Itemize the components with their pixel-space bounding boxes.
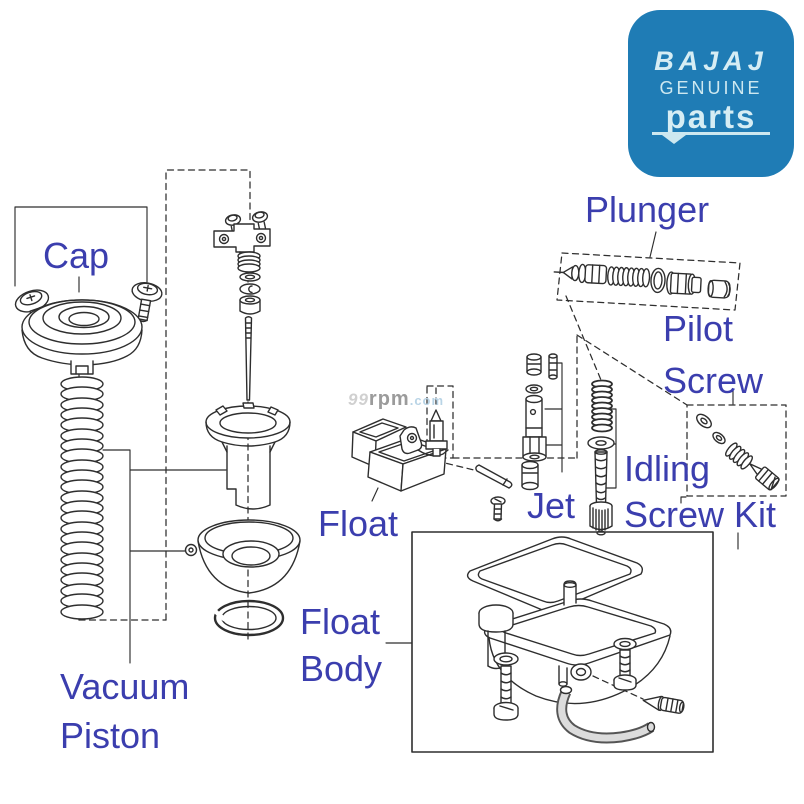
bowl-screw-left <box>493 652 519 721</box>
label-line: Screw <box>663 360 764 401</box>
bajaj-genuine-parts-logo: BAJAJ GENUINE parts <box>628 10 794 177</box>
label-float-body: Float Body <box>300 598 382 692</box>
label-jet: Jet <box>527 488 575 524</box>
label-line: Piston <box>60 715 161 756</box>
label-float-text: Float <box>318 503 399 544</box>
float-drawing <box>351 418 449 492</box>
plunger-drawing <box>553 263 731 299</box>
label-line: Pilot <box>663 308 734 349</box>
label-jet-text: Jet <box>527 485 576 526</box>
label-line: Body <box>300 648 383 689</box>
gasket <box>466 536 644 612</box>
needle-assembly-drawing <box>213 211 271 401</box>
label-line: Vacuum <box>60 666 190 707</box>
cap-drawing <box>14 282 163 375</box>
leader-lines <box>14 206 739 664</box>
watermark-name: rpm <box>368 388 410 410</box>
label-line: Idling <box>624 448 711 489</box>
float-pin-drawing <box>475 464 513 489</box>
idling-screw-drawing <box>587 379 615 536</box>
watermark-tld: .com <box>409 393 445 408</box>
logo-parts-text: parts <box>665 98 757 135</box>
float-needle-valve-drawing <box>425 409 448 457</box>
label-vacuum-piston: Vacuum Piston <box>60 662 189 760</box>
logo-brand-text: BAJAJ <box>654 46 768 76</box>
label-cap: Cap <box>43 238 109 274</box>
label-plunger-text: Plunger <box>585 189 710 230</box>
vacuum-spring <box>60 376 104 620</box>
chevron-down-icon <box>662 135 686 144</box>
drain-hose <box>556 685 656 744</box>
label-line: Float <box>300 601 381 642</box>
float-body-drawing <box>411 531 714 753</box>
logo-underline <box>652 132 770 135</box>
jet-drawing <box>521 353 558 491</box>
watermark-prefix: 99 <box>348 390 369 409</box>
watermark: 99rpm.com <box>348 388 444 411</box>
label-line: Screw Kit <box>624 494 777 535</box>
bowl-screw-right <box>613 637 637 691</box>
label-pilot-screw: Pilot Screw <box>663 303 763 407</box>
label-idling-screw-kit: Idling Screw Kit <box>624 446 776 538</box>
label-cap-text: Cap <box>43 235 110 276</box>
label-plunger: Plunger <box>585 192 709 228</box>
vacuum-piston-drawing <box>60 376 301 637</box>
logo-genuine-text: GENUINE <box>659 78 763 98</box>
pilot-screw-drawing <box>696 413 780 491</box>
drain-screw <box>642 695 685 714</box>
label-float: Float <box>318 506 398 542</box>
float-screw-drawing <box>490 496 506 522</box>
